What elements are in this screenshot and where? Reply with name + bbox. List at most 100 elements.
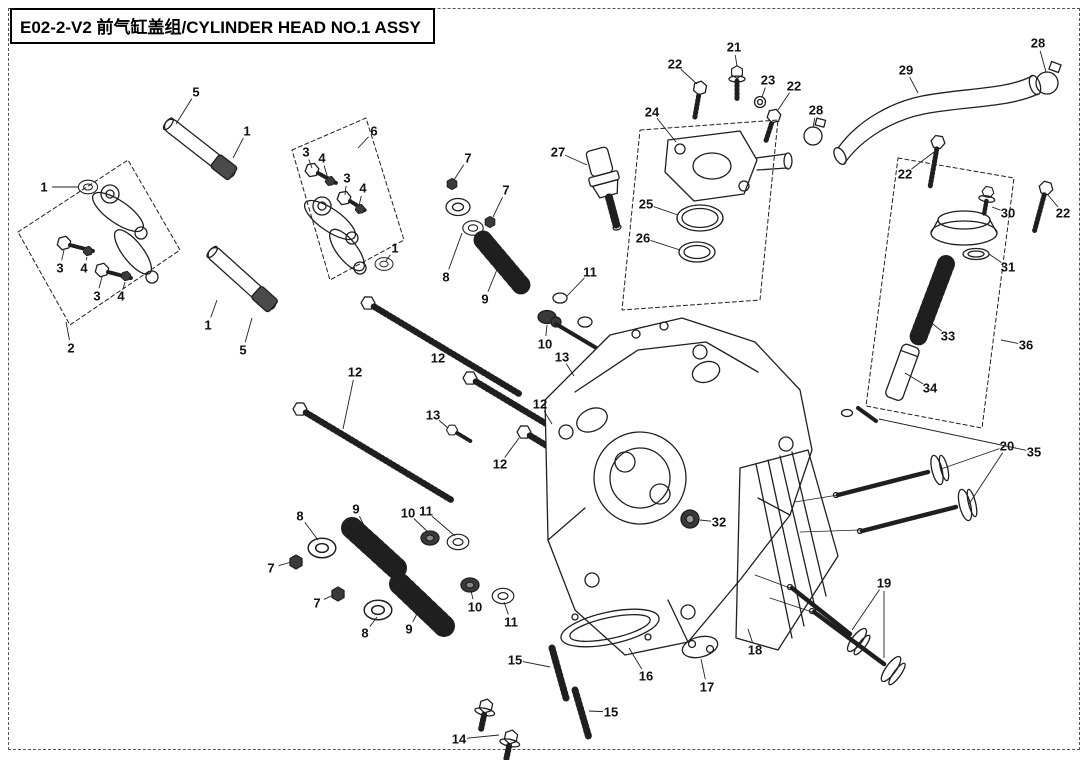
leader-line [522,661,551,668]
callout-10: 10 [538,337,552,352]
plunger-34 [885,343,920,401]
flange-17 [681,635,719,659]
hex-bolt-22b [762,106,783,146]
leader-line [470,590,474,600]
leader-line [175,98,193,125]
stud-15 [548,644,570,702]
callout-21: 21 [727,40,741,55]
callout-10: 10 [468,600,482,615]
callout-26: 26 [636,231,650,246]
hex-bolt-22 [692,79,708,121]
seat-ring-31 [962,247,990,261]
callout-1: 1 [391,241,398,256]
leader-line [438,419,449,429]
callout-3: 3 [302,145,309,160]
rocker-shaft-2 [206,245,278,313]
callout-4: 4 [359,181,367,196]
valve-stem [789,585,853,637]
callout-7: 7 [502,183,509,198]
valve-axis-lines [754,494,861,613]
tensioner-spring-33 [909,255,955,347]
leader-line [700,658,706,680]
callout-15: 15 [508,653,522,668]
leader-line [358,195,362,207]
callout-25: 25 [639,197,653,212]
callout-4: 4 [80,261,88,276]
callout-18: 18 [748,643,762,658]
plug-32 [680,509,700,529]
callout-9: 9 [352,502,359,517]
callout-24: 24 [645,105,660,120]
rocker-arm-assembly-left [17,159,181,326]
callout-34: 34 [923,381,938,396]
leader-line [988,253,1002,263]
callout-30: 30 [1001,206,1015,221]
title-box: E02-2-V2 前气缸盖组/CYLINDER HEAD NO.1 ASSY [10,8,435,44]
temp-sensor [585,146,622,231]
callout-15: 15 [604,705,618,720]
callout-22: 22 [668,57,682,72]
spring-cap-nut [446,177,458,191]
o-ring-25 [676,204,724,232]
callout-22: 22 [1056,206,1070,221]
leader-line [904,372,924,385]
flange-bolt-14b [499,728,521,760]
leader-line [323,594,334,600]
leader-line [878,418,1027,451]
rocker-arm-assembly-right [291,117,405,281]
leader-line [1000,339,1019,344]
callout-1: 1 [243,124,250,139]
leader-line [359,516,372,541]
leader-line [940,448,1000,470]
flange-bolt-21 [728,65,746,103]
leader-line [304,522,319,541]
callout-8: 8 [361,626,368,641]
leader-line [323,165,329,180]
callout-36: 36 [1019,338,1033,353]
leader-line [653,206,679,216]
callout-11: 11 [583,265,597,280]
intake-valves [832,454,978,535]
callout-13: 13 [426,408,440,423]
leader-line [543,410,553,425]
callout-17: 17 [700,680,714,695]
callout-7: 7 [313,596,320,611]
callout-5: 5 [192,85,199,100]
callout-12: 12 [493,457,507,472]
leader-line [777,92,790,111]
leader-line [968,452,1003,505]
coolant-hose-group [803,60,1062,165]
pin-35 [840,406,878,423]
leader-line [504,437,520,458]
adjust-screw [55,234,73,252]
callout-6: 6 [370,124,377,139]
leader-line [699,519,712,522]
hex-bolt-22-left [927,134,947,190]
coolant-hose [837,75,1033,149]
valve-train-parts-lower [289,517,515,637]
leader-line [909,76,919,94]
leader-line [278,561,292,567]
exhaust-valves [786,583,906,686]
callout-9: 9 [481,292,488,307]
leader-line [566,277,585,297]
callout-12: 12 [348,365,362,380]
callout-4: 4 [318,151,326,166]
callout-1: 1 [40,180,47,195]
callout-12: 12 [431,351,445,366]
leader-line [440,345,444,351]
valve-spring [473,230,531,295]
leader-line [344,185,347,196]
leader-line [244,317,253,343]
spring-seat-washer [307,537,337,559]
callout-11: 11 [504,615,518,630]
flange-bolt-14 [474,697,496,733]
leader-line [413,518,429,533]
callout-1: 1 [204,318,211,333]
leader-line [61,249,65,261]
leader-line [503,601,509,615]
leader-line [734,54,738,67]
leader-line [1047,194,1059,208]
